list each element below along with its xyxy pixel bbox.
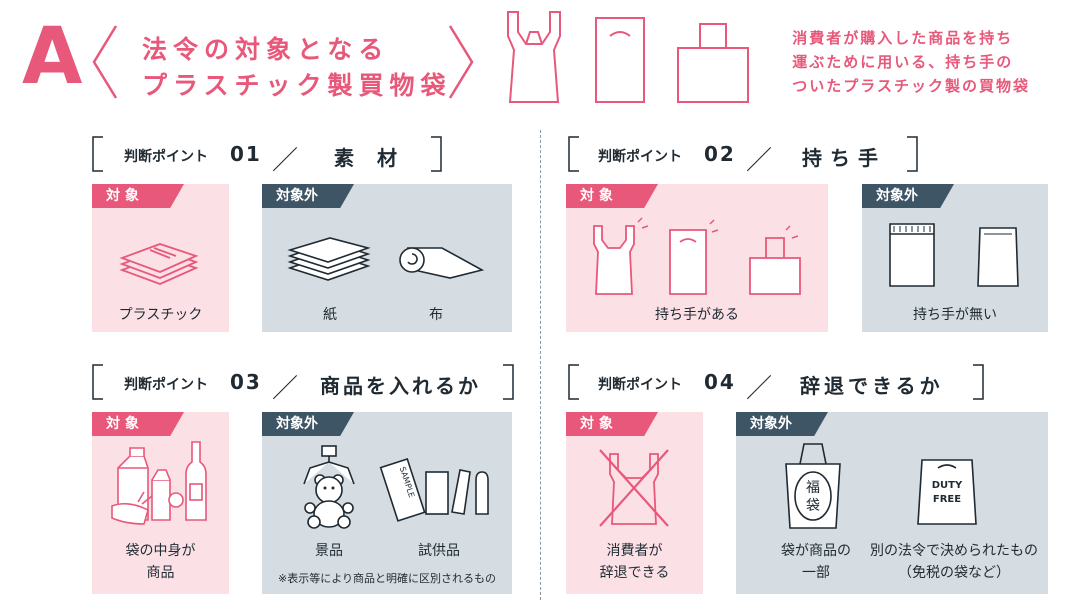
cloth-roll-icon: [399, 247, 485, 279]
bracket-close-icon: [907, 136, 918, 172]
center-divider: [540, 130, 541, 600]
p3-target-tag: 対 象: [92, 412, 184, 436]
header-title-line2: プラスチック製買物袋: [142, 71, 452, 100]
p2-non-target-label: 持ち手が無い: [913, 307, 997, 323]
declined-bag-icon: [599, 449, 669, 527]
free-text: FREE: [933, 494, 961, 505]
point3-label: 判断ポイント: [124, 377, 208, 393]
point1-number: 01: [230, 142, 262, 166]
header-description: 消費者が購入した商品を持ち 運ぶために用いる、持ち手の ついたプラスチック製の買…: [792, 26, 1030, 98]
description-line2: 運ぶために用いる、持ち手の: [792, 53, 1014, 71]
p1-target-label: プラスチック: [118, 307, 203, 323]
handled-bags-icon: [593, 217, 801, 295]
fuku-text: 福: [806, 480, 820, 496]
p1-non-target-tag: 対象外: [262, 184, 354, 208]
p4-non1-label1: 袋が商品の: [781, 543, 851, 559]
point2-title: 持ち手: [802, 146, 886, 170]
bracket-open-icon: [568, 136, 579, 172]
point2-slash: ／: [746, 146, 775, 176]
p3-target-label2: 商品: [146, 565, 175, 581]
plastic-sheets-icon: [119, 243, 199, 285]
p4-non1-label2: 一部: [802, 565, 830, 581]
duty-text: DUTY: [932, 480, 963, 491]
p3-non-target-tag: 対象外: [262, 412, 354, 436]
point2-number: 02: [704, 142, 736, 166]
p1-non1-label: 紙: [323, 307, 337, 323]
point1-slash: ／: [272, 146, 301, 176]
point3-slash: ／: [272, 374, 301, 404]
lucky-bag-icon: 福 袋: [785, 443, 841, 529]
bracket-open-icon: [568, 364, 579, 400]
samples-icon: SAMPLE: [379, 457, 489, 522]
p3-note: ※表示等により商品と明確に区別されるもの: [278, 572, 496, 585]
p3-non-target-panel: [262, 412, 512, 594]
p4-target-tag: 対 象: [566, 412, 658, 436]
bracket-close-icon: [431, 136, 442, 172]
teddy-bear-prize-icon: [303, 445, 355, 529]
p4-target-label1: 消費者が: [606, 543, 663, 559]
point2-label: 判断ポイント: [598, 149, 682, 165]
groceries-icon: [111, 441, 207, 525]
p1-non2-label: 布: [429, 307, 443, 323]
point3-title: 商品を入れるか: [320, 374, 481, 398]
right-bracket-icon: [448, 25, 474, 99]
point4-title: 辞退できるか: [800, 374, 944, 398]
point4-slash: ／: [746, 374, 775, 404]
p2-target-label: 持ち手がある: [655, 307, 739, 323]
description-line1: 消費者が購入した商品を持ち: [792, 29, 1014, 47]
p4-non-target-tag: 対象外: [736, 412, 828, 436]
left-bracket-icon: [92, 25, 118, 99]
bracket-open-icon: [92, 136, 103, 172]
paper-stack-icon: [287, 237, 371, 281]
p2-target-tag: 対 象: [566, 184, 658, 208]
point3-number: 03: [230, 370, 262, 394]
point1-title: 素 材: [334, 146, 405, 170]
bracket-close-icon: [503, 364, 514, 400]
p3-target-label1: 袋の中身が: [125, 543, 196, 559]
p3-non2-label: 試供品: [418, 543, 460, 559]
point4-label: 判断ポイント: [598, 377, 682, 393]
handleless-bags-icon: [889, 223, 1019, 287]
p2-non-target-tag: 対象外: [862, 184, 954, 208]
bracket-open-icon: [92, 364, 103, 400]
bracket-close-icon: [973, 364, 984, 400]
p4-non2-label1: 別の法令で決められたもの: [870, 543, 1038, 559]
section-letter: A: [22, 12, 83, 102]
point4-number: 04: [704, 370, 736, 394]
p3-non1-label: 景品: [315, 543, 343, 559]
header-title-line1: 法令の対象となる: [142, 35, 390, 64]
bag-kanji-text: 袋: [806, 498, 820, 514]
p4-non2-label2: （免税の袋など）: [898, 565, 1010, 581]
point1-label: 判断ポイント: [124, 149, 208, 165]
duty-free-bag-icon: DUTY FREE: [917, 459, 977, 525]
p4-target-panel: [566, 412, 703, 594]
p4-target-label2: 辞退できる: [599, 565, 670, 581]
description-line3: ついたプラスチック製の買物袋: [792, 77, 1030, 95]
header-bags-icon: [507, 11, 749, 103]
p1-target-tag: 対 象: [92, 184, 184, 208]
